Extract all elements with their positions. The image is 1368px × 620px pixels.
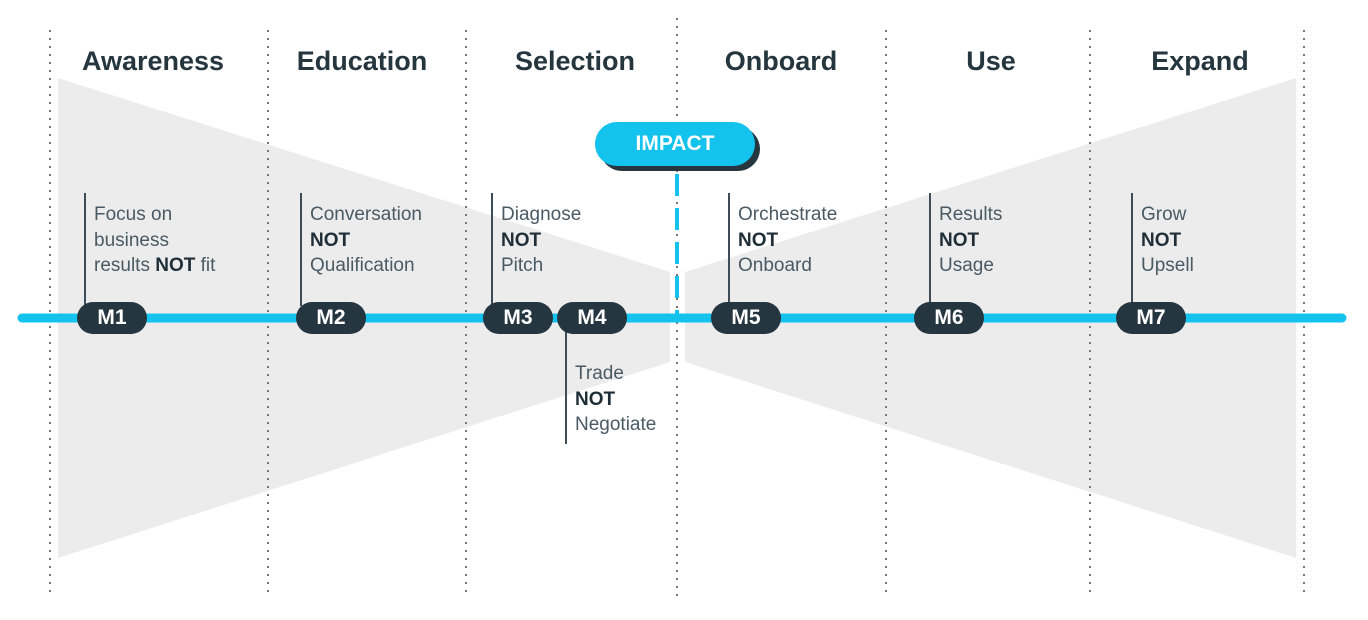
m5-not-label: NOT (738, 229, 779, 251)
milestone-m3-badge: M3 (483, 302, 553, 334)
milestone-m2-text: Conversation NOT Qualification (310, 202, 422, 279)
m3-line3: Pitch (501, 255, 544, 276)
m6-not: NOT (939, 228, 1002, 254)
m1-line2: business (94, 229, 169, 251)
milestone-m6-badge: M6 (914, 302, 984, 334)
m2-line1: Conversation (310, 204, 422, 225)
m6-line1: Results (939, 204, 1003, 225)
m3-not-label: NOT (501, 229, 542, 251)
impact-badge: IMPACT (595, 122, 755, 166)
m7-line1: Grow (1141, 204, 1187, 225)
stage-dividers (49, 18, 1305, 598)
m2-not-label: NOT (310, 229, 351, 251)
stage-onboard-title: Onboard (724, 46, 838, 76)
m7-not: NOT (1141, 228, 1194, 254)
stage-education-title: Education (296, 46, 428, 76)
milestone-m7-text: Grow NOT Upsell (1141, 202, 1194, 279)
m2-not: NOT (310, 228, 422, 254)
m2-line3: Qualification (310, 255, 415, 276)
milestone-m5-text: Orchestrate NOT Onboard (738, 202, 837, 279)
milestone-m4-text: Trade NOT Negotiate (575, 361, 656, 438)
milestone-m6-text: Results NOT Usage (939, 202, 1002, 279)
m5-not: NOT (738, 228, 837, 254)
m4-line1: Trade (575, 363, 624, 384)
m1-line1: Focus on (94, 204, 173, 225)
milestone-m5-badge: M5 (711, 302, 781, 334)
m4-not-label: NOT (575, 388, 616, 410)
m5-line3: Onboard (738, 255, 812, 276)
m6-line3: Usage (939, 255, 994, 276)
m1-line3a: results (94, 255, 156, 276)
milestone-m1-text: Focus on business results NOT fit (94, 202, 215, 279)
m7-line3: Upsell (1141, 255, 1194, 276)
stage-selection-title: Selection (514, 46, 636, 76)
milestone-m3-text: Diagnose NOT Pitch (501, 202, 581, 279)
m3-not: NOT (501, 228, 581, 254)
m6-not-label: NOT (939, 229, 980, 251)
milestone-leaders (84, 193, 1133, 444)
stage-awareness-title: Awareness (81, 46, 225, 76)
m1-not: NOT (155, 255, 196, 276)
milestone-m1-badge: M1 (77, 302, 147, 334)
m7-not-label: NOT (1141, 229, 1182, 251)
milestone-m7-badge: M7 (1116, 302, 1186, 334)
m5-line1: Orchestrate (738, 204, 838, 225)
m1-line3: results NOT fit (94, 253, 215, 279)
m3-line1: Diagnose (501, 204, 582, 225)
m1-line3c: fit (195, 255, 216, 276)
stage-use-title: Use (966, 46, 1016, 76)
stage-expand-title: Expand (1151, 46, 1249, 76)
m4-line3: Negotiate (575, 414, 657, 435)
m4-not: NOT (575, 387, 656, 413)
milestone-m4-badge: M4 (557, 302, 627, 334)
milestone-m2-badge: M2 (296, 302, 366, 334)
